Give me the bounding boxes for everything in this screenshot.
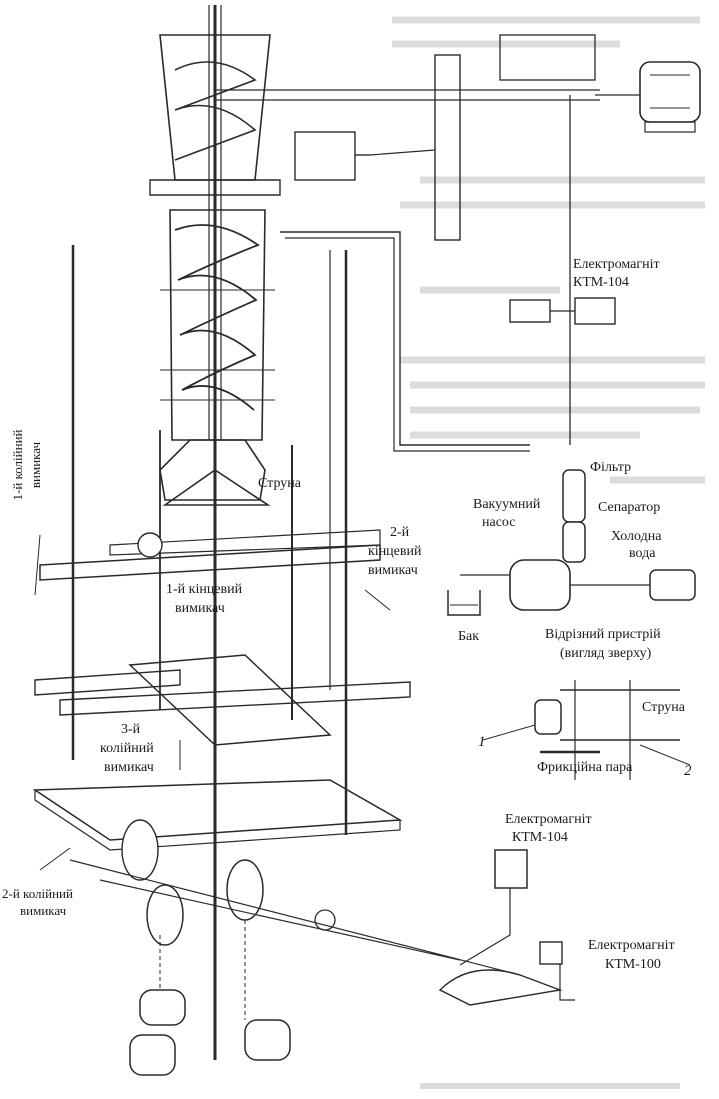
label-track-switch-2-2: вимикач (20, 903, 67, 918)
separator-unit (562, 521, 586, 563)
leader-lines (34, 534, 391, 871)
label-track-switch-1-2: вимикач (28, 441, 43, 488)
background-bleed (392, 16, 705, 1089)
label-vacuum-pump-1: Вакуумний (473, 497, 541, 512)
electromagnet-bottom (459, 849, 528, 966)
clutch-bracket (294, 131, 436, 181)
tank-unit (447, 590, 481, 616)
vacuum-pump-unit (460, 559, 650, 611)
counterweights (129, 920, 291, 1076)
label-limit-switch-2-2: кінцевий (368, 544, 422, 559)
pump-motor (649, 569, 696, 601)
label-cutting-device-1: Відрізний пристрій (545, 627, 661, 642)
electromagnet-ktm100 (539, 941, 575, 1001)
label-friction-pair: Фрикційна пара (537, 760, 633, 775)
label-limit-switch-1-2: вимикач (175, 601, 225, 616)
label-string-main: Струна (258, 476, 302, 491)
label-filter: Фільтр (590, 460, 631, 475)
guide-rods (71, 245, 348, 835)
label-track-switch-3-3: вимикач (104, 760, 154, 775)
label-limit-switch-1-1: 1-й кінцевий (166, 582, 243, 597)
label-track-switch-1-1: 1-й колійний (10, 429, 25, 500)
drive-gearbox (215, 34, 640, 241)
label-track-switch-3-2: колійний (100, 741, 154, 756)
label-ktm104-bottom: КТМ-104 (512, 830, 568, 845)
label-limit-switch-2-3: вимикач (368, 563, 418, 578)
drive-motor (639, 61, 701, 133)
label-cold-water-2: вода (629, 546, 656, 561)
vacuum-line (280, 95, 571, 452)
carriage-upper (39, 529, 381, 581)
label-part-2: 2 (684, 763, 692, 779)
label-electromagnet-ktm100-2: КТМ-100 (605, 957, 661, 972)
filter-unit (562, 469, 586, 523)
label-separator: Сепаратор (598, 500, 660, 515)
label-track-switch-3-1: 3-й (121, 722, 141, 737)
label-electromagnet-top: Електромагніт (573, 257, 660, 272)
label-cutting-device-2: (вигляд зверху) (560, 646, 652, 661)
label-ktm104-top: КТМ-104 (573, 275, 629, 290)
pulley-system (69, 819, 563, 1006)
label-part-1: 1 (478, 734, 486, 750)
label-track-switch-2-1: 2-й колійний (2, 886, 73, 901)
label-string-cut: Струна (642, 700, 686, 715)
label-tank: Бак (458, 629, 479, 644)
label-electromagnet-bottom: Електромагніт (505, 812, 592, 827)
label-cold-water-1: Холодна (611, 529, 662, 544)
cutting-device (482, 680, 691, 780)
label-vacuum-pump-2: насос (482, 515, 515, 530)
carriage-middle (34, 654, 411, 746)
carriage-lower (32, 779, 403, 851)
label-electromagnet-ktm100-1: Електромагніт (588, 938, 675, 953)
label-limit-switch-2-1: 2-й (390, 525, 410, 540)
diagram-labels: Електромагніт КТМ-104 Струна Фільтр Ваку… (2, 257, 692, 972)
electromagnet-top (509, 297, 616, 325)
